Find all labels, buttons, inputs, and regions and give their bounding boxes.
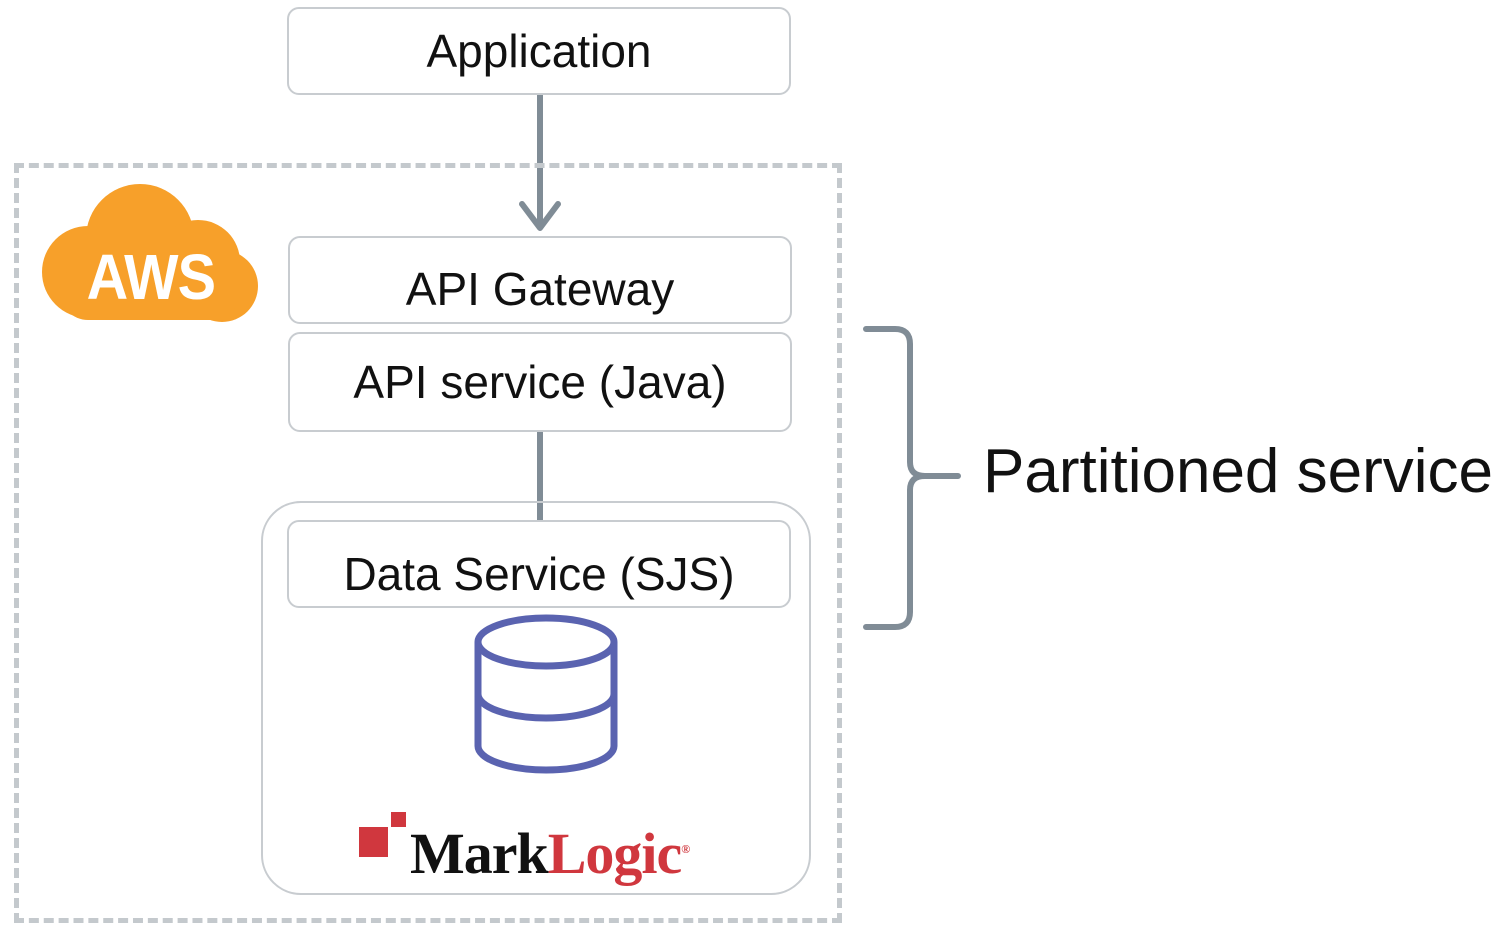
aws-logo-text: AWS [86,241,216,313]
api-service-label: API service (Java) [353,356,727,408]
partition-brace [863,326,961,630]
marklogic-wordmark: MarkLogic® [410,820,690,887]
api-service-node: API service (Java) [288,332,792,432]
arrow-head [519,201,561,231]
database-icon [474,614,618,774]
data-service-label: Data Service (SJS) [343,548,735,600]
api-gateway-node: API Gateway [288,236,792,324]
marklogic-wordmark-logic: Logic [547,821,683,886]
partitioned-service-label: Partitioned service [983,437,1494,506]
marklogic-logo-icon [359,812,406,857]
marklogic-wordmark-mark: Mark [410,821,549,886]
aws-cloud-icon [42,184,258,322]
aws-region [14,163,842,923]
marklogic-registered-mark: ® [681,842,690,856]
data-service-node: Data Service (SJS) [287,520,791,608]
api-gateway-label: API Gateway [405,263,675,315]
application-node: Application [287,7,791,95]
marklogic-group [261,501,811,895]
application-label: Application [426,25,652,77]
